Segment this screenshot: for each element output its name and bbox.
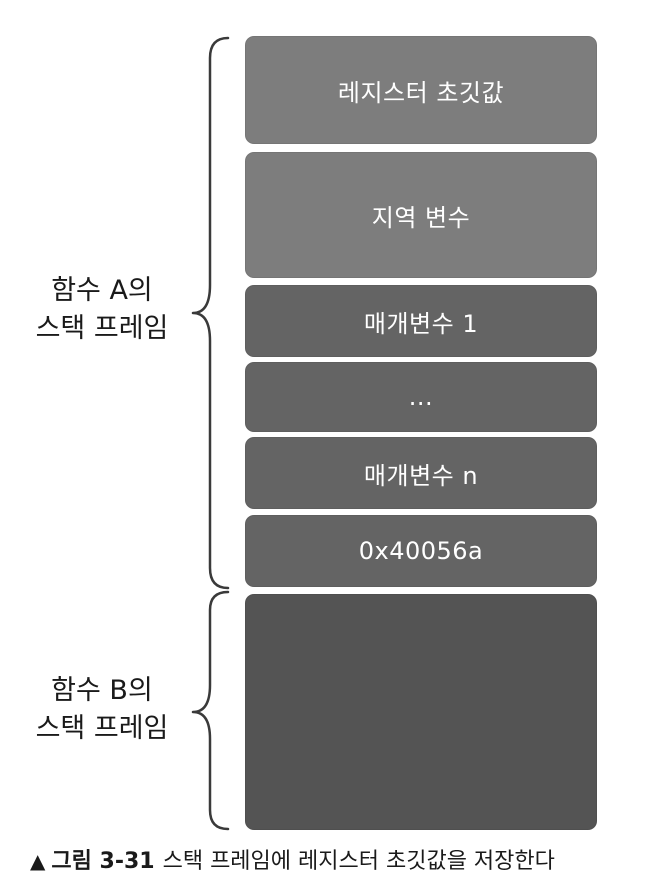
stack-block-register-initial: 레지스터 초깃값 xyxy=(245,36,597,144)
stack-block-label: 매개변수 n xyxy=(363,461,479,490)
frame-label-function-a: 함수 A의 스택 프레임 xyxy=(2,272,202,348)
stack-block-ellipsis: ... xyxy=(245,362,597,432)
brace-function-a xyxy=(191,36,230,590)
stack-block-local-variables: 지역 변수 xyxy=(245,152,597,278)
stack-block-label: 레지스터 초깃값 xyxy=(337,78,505,107)
frame-label-line: 스택 프레임 xyxy=(35,313,169,344)
stack-block-label: 매개변수 1 xyxy=(363,309,479,338)
brace-function-b xyxy=(191,590,230,831)
stack-block-return-address: 0x40056a xyxy=(245,515,597,587)
frame-label-line: 함수 B의 xyxy=(51,675,153,706)
stack-block-label: 0x40056a xyxy=(358,537,484,565)
stack-block-param-1: 매개변수 1 xyxy=(245,285,597,357)
frame-label-line: 스택 프레임 xyxy=(35,713,169,744)
stack-block-label: ... xyxy=(408,383,434,411)
figure-number: 그림 3-31 xyxy=(51,849,155,874)
stack-block-param-n: 매개변수 n xyxy=(245,437,597,509)
triangle-marker-icon: ▲ xyxy=(30,849,46,873)
frame-label-function-b: 함수 B의 스택 프레임 xyxy=(2,672,202,748)
stack-block-label: 지역 변수 xyxy=(371,203,471,232)
figure-caption: ▲그림 3-31 스택 프레임에 레지스터 초깃값을 저장한다 xyxy=(30,843,650,875)
stack-block-function-b xyxy=(245,594,597,830)
frame-label-line: 함수 A의 xyxy=(51,275,153,306)
caption-text: 스택 프레임에 레지스터 초깃값을 저장한다 xyxy=(162,849,555,874)
